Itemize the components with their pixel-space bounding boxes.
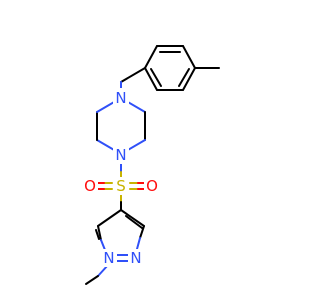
benzene-ring bbox=[144, 45, 220, 91]
bond bbox=[100, 239, 106, 251]
bond bbox=[144, 45, 158, 69]
pyrazole-nitrogen-1: N bbox=[103, 249, 114, 267]
label-background bbox=[113, 177, 129, 195]
bond-double-inner bbox=[125, 215, 143, 229]
label-background bbox=[113, 88, 129, 106]
bond bbox=[136, 237, 141, 250]
label-background bbox=[82, 177, 98, 195]
label-background bbox=[101, 249, 117, 267]
pyrazole-nitrogen-2: N bbox=[130, 249, 141, 267]
oxygen-atom-left: O bbox=[84, 177, 96, 195]
pyrazole-ring bbox=[95, 209, 145, 262]
bond bbox=[182, 67, 196, 91]
bond bbox=[139, 225, 145, 239]
bond bbox=[182, 45, 196, 69]
methyl-bond bbox=[85, 275, 99, 285]
oxygen-atom-right: O bbox=[146, 177, 158, 195]
bond bbox=[95, 229, 100, 240]
atom-labels: N N S O O N N bbox=[82, 88, 160, 267]
label-background bbox=[128, 249, 144, 267]
nitrogen-atom-top: N bbox=[115, 89, 126, 107]
bond bbox=[120, 209, 145, 227]
label-background bbox=[113, 146, 129, 164]
bond bbox=[97, 209, 122, 227]
sulfur-atom: S bbox=[116, 177, 126, 195]
bond bbox=[120, 67, 146, 83]
label-background bbox=[144, 177, 160, 195]
bond bbox=[144, 67, 158, 91]
bond bbox=[97, 225, 102, 241]
bond-double-inner bbox=[178, 68, 190, 87]
bond-double-inner bbox=[150, 68, 162, 87]
nitrogen-atom-bottom: N bbox=[115, 146, 126, 164]
molecule-structure-diagram: N N S O O N N bbox=[82, 45, 220, 285]
